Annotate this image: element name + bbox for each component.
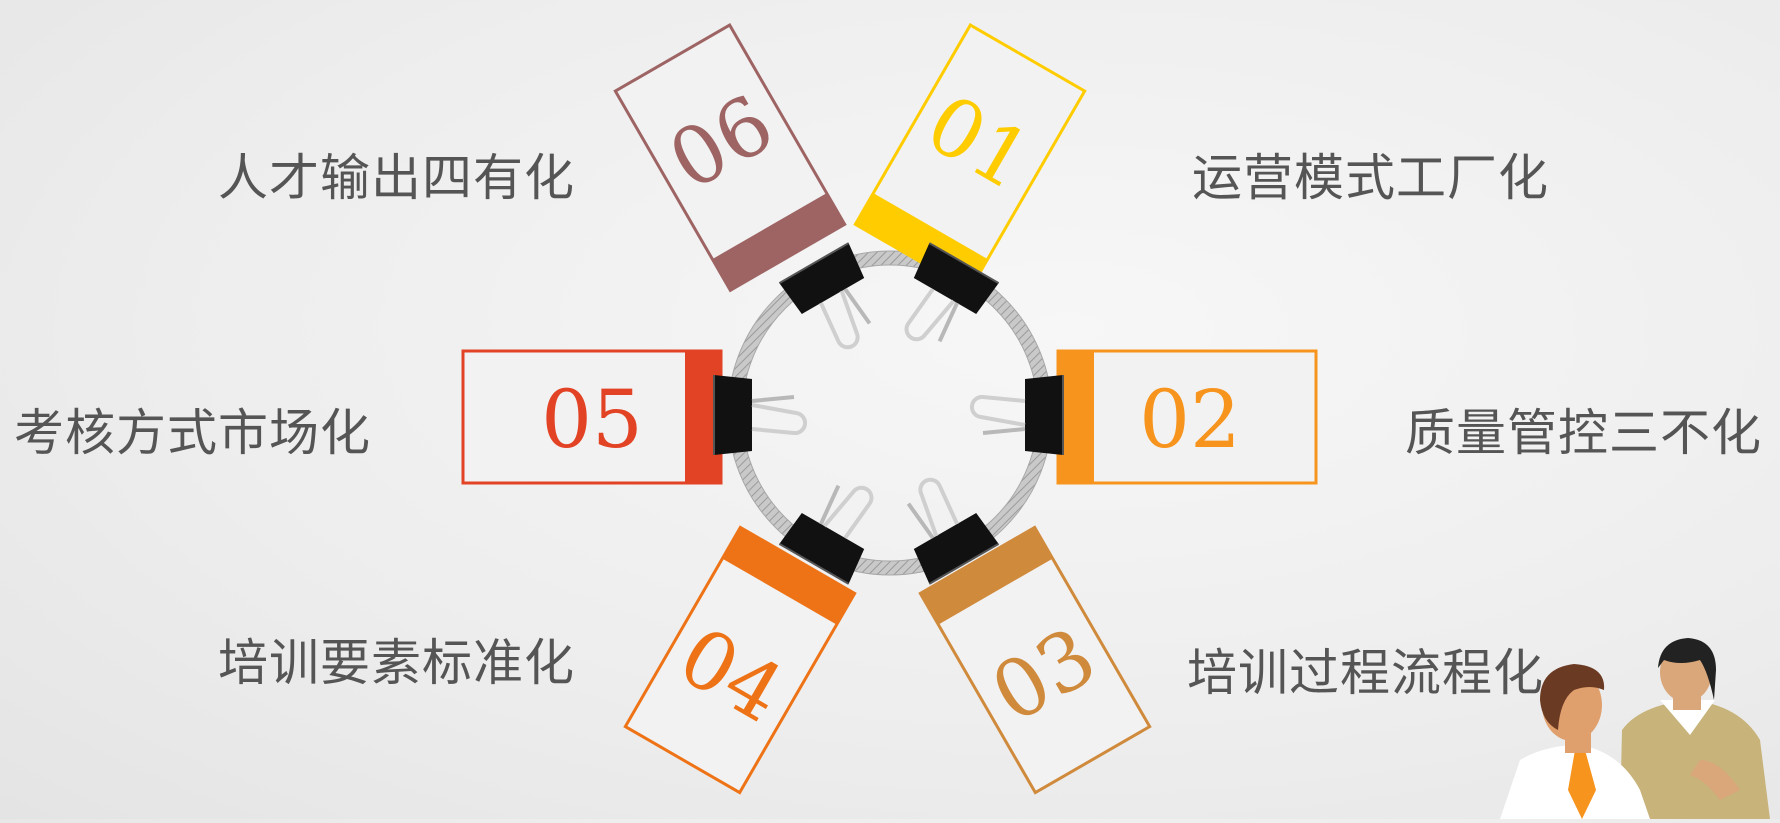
tag-06-band: [712, 193, 845, 291]
binder-clip-01: [904, 242, 1000, 343]
tag-05-body: [461, 349, 723, 485]
tag-01: 01: [853, 23, 1087, 293]
tag-04: 04: [623, 525, 857, 795]
label-01: 运营模式工厂化: [1192, 149, 1549, 207]
tag-02: 02: [1056, 349, 1318, 485]
tag-04-band: [722, 527, 855, 625]
label-05: 考核方式市场化: [14, 404, 371, 462]
tag-02-number: 02: [1139, 373, 1241, 466]
label-04: 培训要素标准化: [218, 634, 575, 692]
tag-06: 06: [613, 23, 847, 293]
binder-clip-02: [970, 375, 1064, 455]
binder-clip-06: [778, 242, 872, 350]
tag-05: 05: [461, 349, 723, 485]
tag-05-number: 05: [541, 373, 643, 466]
binder-clip-04: [778, 484, 874, 585]
people-illustration: [1500, 638, 1770, 819]
label-03: 培训过程流程化: [1187, 644, 1544, 702]
label-06: 人才输出四有化: [218, 149, 575, 207]
tag-03-band: [920, 527, 1053, 625]
label-02: 质量管控三不化: [1405, 404, 1762, 462]
binder-clip-03: [906, 477, 1000, 585]
tag-03: 03: [918, 525, 1152, 795]
ring: [728, 251, 1052, 575]
binder-clip-05: [713, 375, 807, 455]
